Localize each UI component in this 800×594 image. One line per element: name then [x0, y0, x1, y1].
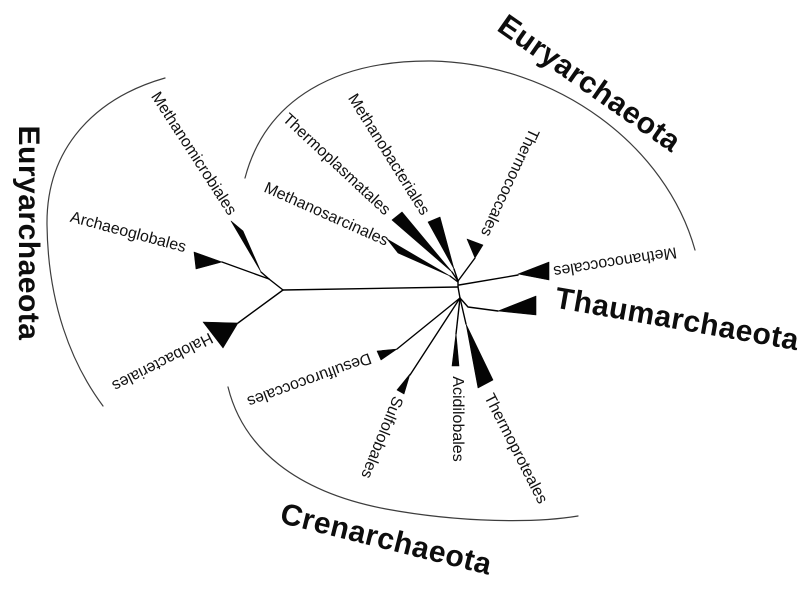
branch-archaeoglobales	[221, 261, 270, 280]
arc-euryarchaeota-top	[244, 60, 696, 251]
arc-euryarchaeota-left	[46, 77, 166, 407]
branch-acidilobales	[455, 297, 461, 335]
clade-triangle-acidilobales	[451, 332, 460, 367]
phylum-label-euryarchaeota-left: Euryarchaeota	[12, 125, 45, 341]
branch-halobacteriales	[237, 289, 284, 324]
branch-left-joint	[268, 278, 284, 291]
branch-thaumarchaeota	[459, 297, 499, 312]
clade-triangle-thaumarchaeota	[497, 295, 537, 316]
branch-sulfolobales	[409, 297, 461, 376]
clade-triangle-thermoproteales	[465, 323, 494, 389]
clade-triangle-methanobacteriales	[427, 216, 455, 270]
branch-thermoproteales	[459, 297, 467, 325]
clade-triangle-methanosarcinales	[386, 238, 451, 277]
branch-methanococcales	[458, 274, 519, 286]
clade-triangle-methanomicrobiales	[230, 220, 262, 273]
clade-triangle-thermoplasmatales	[391, 211, 453, 273]
clade-triangle-desulfurococcales	[376, 348, 398, 361]
branch-main	[282, 286, 459, 291]
clade-triangle-thermococcales	[466, 238, 484, 259]
branch-thermococcales	[457, 257, 476, 282]
arc-crenarchaeota	[227, 386, 579, 522]
taxon-label-acidilobales: Acidilobales	[449, 376, 466, 462]
clade-triangle-methanococcales	[517, 261, 550, 281]
branch-lower-stub	[457, 286, 461, 299]
branch-methanosarcinales	[449, 275, 459, 283]
clade-triangle-halobacteriales	[202, 321, 239, 349]
branch-desulfurococcales	[396, 297, 461, 350]
clade-triangle-sulfolobales	[396, 373, 411, 395]
branch-methanobacteriales	[453, 268, 459, 282]
clade-triangle-archaeoglobales	[193, 251, 223, 270]
